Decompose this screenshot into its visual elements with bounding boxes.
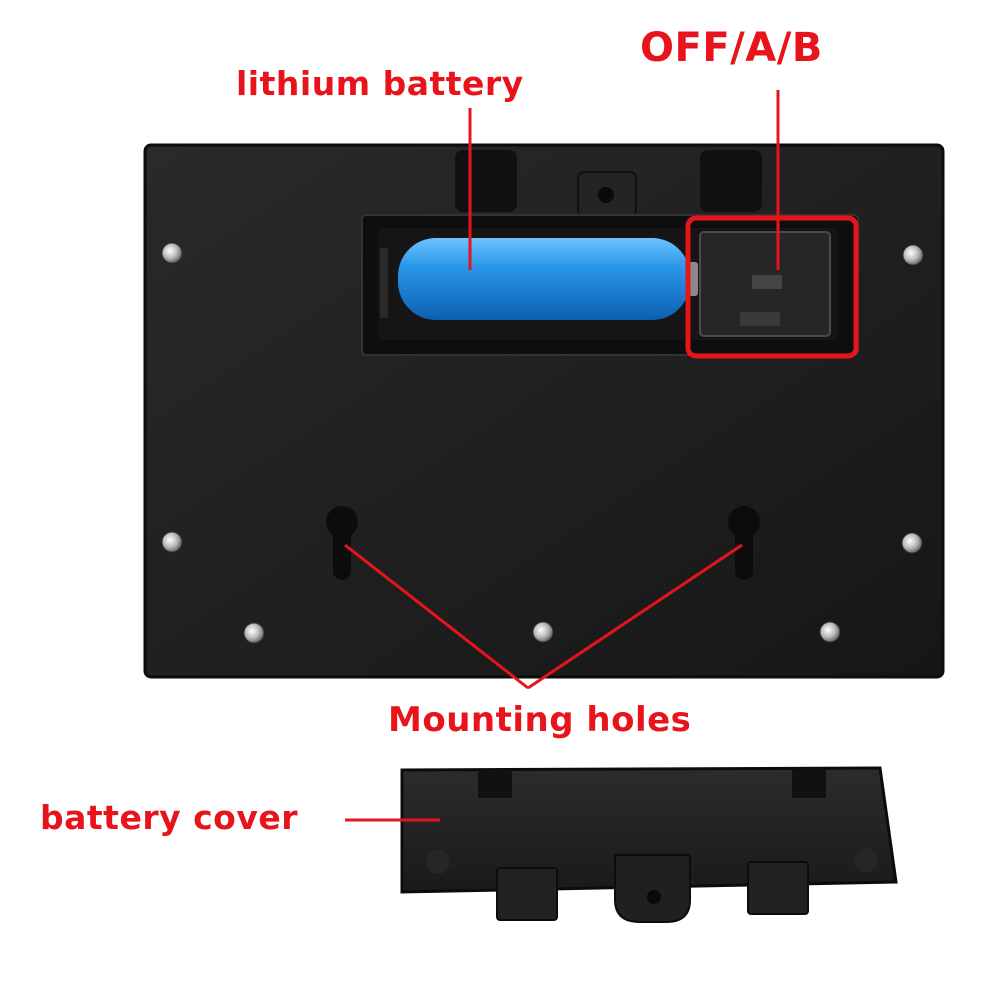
housing-screws <box>161 242 924 644</box>
lithium-battery <box>398 238 698 320</box>
callout-line-hole-right <box>527 543 743 690</box>
switch-module <box>699 231 831 337</box>
switch-highlight-box <box>685 215 859 359</box>
mounting-holes-label: Mounting holes <box>388 700 692 740</box>
mounting-hole-left <box>326 506 358 580</box>
screw <box>532 621 554 643</box>
screw <box>161 531 183 553</box>
callout-lines <box>344 90 780 822</box>
screw <box>161 242 183 264</box>
screw <box>243 622 265 644</box>
screw <box>902 244 924 266</box>
mounting-hole-right <box>728 506 760 580</box>
lithium-battery-label: lithium battery <box>236 64 524 103</box>
off-a-b-switch-label: OFF/A/B <box>640 25 823 71</box>
callout-line-hole-left <box>344 543 529 690</box>
screw <box>901 532 923 554</box>
battery-cover-label: battery cover <box>40 798 298 837</box>
battery-cover <box>400 766 898 923</box>
screw <box>819 621 841 643</box>
